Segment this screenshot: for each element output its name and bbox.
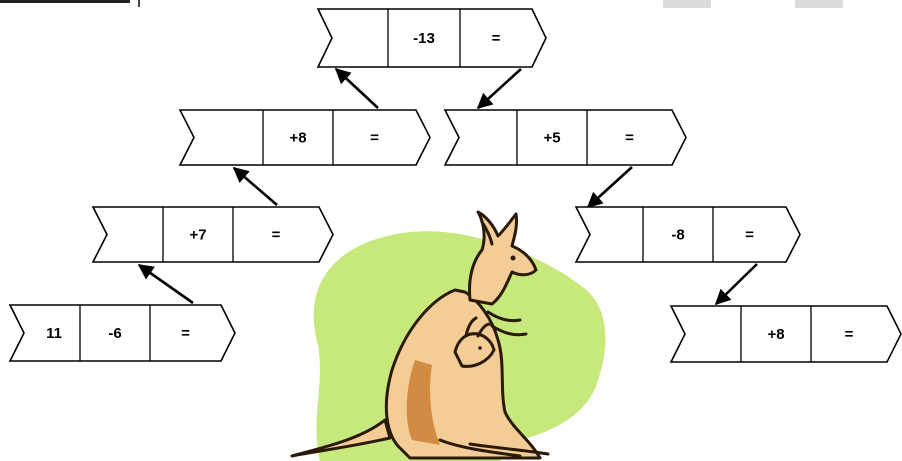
equation-box-step-5: +5 = — [445, 110, 686, 165]
equals-cell: = — [845, 326, 854, 343]
operation-cell: +8 — [289, 130, 306, 147]
equals-cell: = — [370, 130, 379, 147]
arrow-4 — [478, 69, 521, 108]
arrow-3 — [336, 69, 378, 108]
equation-box-step-3: +8 = — [180, 110, 430, 165]
arrow-box-outline — [576, 207, 800, 262]
arrow-box-outline — [445, 110, 686, 165]
arrow-1 — [139, 265, 193, 303]
equation-box-start: 11 -6 = — [10, 305, 235, 361]
equation-box-step-4: -13 = — [318, 9, 546, 67]
operation-cell: +8 — [767, 326, 784, 343]
arrow-box-outline — [671, 306, 901, 362]
equals-cell: = — [181, 325, 190, 342]
arrow-box-outline — [93, 207, 333, 262]
operation-cell: -13 — [413, 30, 435, 47]
equals-cell: = — [492, 30, 501, 47]
equation-box-step-2: +7 = — [93, 207, 333, 262]
arrow-6 — [716, 264, 757, 304]
operation-cell: -8 — [671, 227, 684, 244]
operation-cell: +5 — [543, 130, 560, 147]
equation-box-step-7: +8 = — [671, 306, 901, 362]
equals-cell: = — [745, 227, 754, 244]
operation-cell: -6 — [108, 325, 121, 342]
arrow-2 — [234, 168, 277, 205]
equation-box-step-6: -8 = — [576, 207, 800, 262]
arrow-box-outline — [10, 305, 235, 361]
equals-cell: = — [625, 130, 634, 147]
operation-cell: +7 — [189, 227, 206, 244]
equals-cell: = — [272, 227, 281, 244]
answer-cell[interactable]: 11 — [46, 325, 62, 342]
arrow-5 — [588, 167, 632, 207]
